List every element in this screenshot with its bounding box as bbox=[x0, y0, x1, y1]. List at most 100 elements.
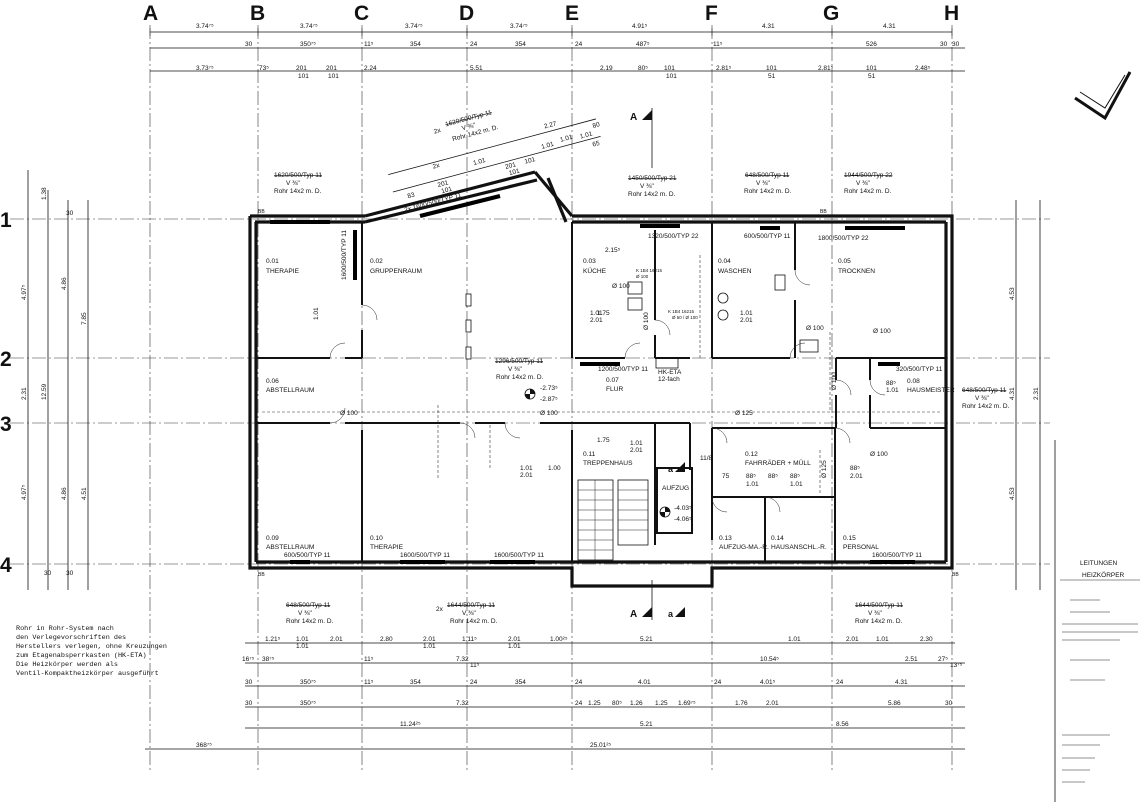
room-number: 0.02 bbox=[370, 258, 383, 265]
door-swings bbox=[329, 269, 886, 513]
radiator-mult: 2x bbox=[433, 127, 442, 136]
top-dim: 11⁵ bbox=[713, 41, 723, 48]
radiator-pipe: Rohr 14x2 m. D. bbox=[744, 188, 792, 195]
svg-text:7.85: 7.85 bbox=[81, 312, 88, 325]
top-dim: 51 bbox=[768, 73, 776, 80]
radiator-label: 2x 1620/500/Typ 11 V ⅜" Rohr 14x2 m. D. bbox=[433, 109, 499, 143]
radiator-label: 1944/500/Typ 22 V ⅜" Rohr 14x2 m. D. bbox=[844, 172, 893, 195]
angled-dim: 83 bbox=[407, 191, 416, 200]
axis-row-1: 1 bbox=[0, 209, 12, 232]
room-name: FAHRRÄDER + MÜLL bbox=[745, 459, 811, 467]
legend-heizkoerper: HEIZKÖRPER bbox=[1082, 571, 1125, 579]
room-name: HAUSMEISTER bbox=[907, 387, 955, 394]
column-axis-labels: A B C D E F G H bbox=[143, 2, 959, 25]
radiator-label: 1296/500/Typ 11 V ⅜" Rohr 14x2 m. D. bbox=[495, 358, 544, 381]
top-dim: 3.74⁷⁵ bbox=[196, 23, 214, 30]
svg-text:2.01: 2.01 bbox=[520, 472, 533, 479]
svg-text:Die Heizkörper werden als: Die Heizkörper werden als bbox=[16, 661, 118, 669]
room-number: 0.13 bbox=[719, 535, 732, 542]
radiator-pipe: Rohr 14x2 m. D. bbox=[962, 403, 1010, 410]
radiator-valve: V ⅜" bbox=[286, 180, 301, 187]
check-stamp: ✓ bbox=[1074, 71, 1132, 121]
svg-text:88⁵: 88⁵ bbox=[790, 473, 800, 480]
svg-text:Ventil-Kompaktheizkörper ausge: Ventil-Kompaktheizkörper ausgeführt bbox=[16, 670, 159, 678]
level-marker-aufzug: -4.03⁵ -4.06⁵ bbox=[659, 505, 692, 523]
svg-text:24: 24 bbox=[470, 679, 478, 686]
svg-text:30: 30 bbox=[945, 700, 953, 707]
svg-text:2.80: 2.80 bbox=[380, 636, 393, 643]
angled-dim: 1.01 bbox=[541, 141, 555, 151]
room-name: KÜCHE bbox=[583, 267, 607, 275]
radiator-label: 1620/500/Typ 11 V ⅜" Rohr 14x2 m. D. bbox=[274, 172, 322, 195]
radiator-pipe: Rohr 14x2 m. D. bbox=[450, 618, 498, 625]
top-dim: 487⁵ bbox=[636, 41, 650, 48]
radiator-label: 648/500/Typ 11 V ⅜" Rohr 14x2 m. D. bbox=[962, 387, 1010, 410]
room-name: FLUR bbox=[606, 386, 623, 393]
general-notes: Rohr in Rohr-System nach den Verlegevors… bbox=[16, 625, 167, 678]
angled-dim: 201 bbox=[437, 179, 450, 189]
radiator-pipe: Rohr 14x2 m. D. bbox=[844, 188, 892, 195]
svg-text:4.86: 4.86 bbox=[61, 487, 68, 500]
svg-text:354: 354 bbox=[515, 679, 526, 686]
svg-text:11⁵: 11⁵ bbox=[364, 679, 374, 686]
svg-text:2.01: 2.01 bbox=[590, 317, 603, 324]
svg-text:Herstellers verlegen, ohne Kre: Herstellers verlegen, ohne Kreuzungen bbox=[16, 643, 167, 651]
radiator-spec: 1320/500/TYP 22 bbox=[648, 233, 699, 240]
svg-text:A: A bbox=[630, 112, 637, 123]
radiator-spec: 1600/500/TYP 11 bbox=[400, 552, 450, 559]
radiator-valve: V ⅜" bbox=[756, 180, 771, 187]
svg-text:368⁷⁵: 368⁷⁵ bbox=[196, 742, 212, 749]
svg-text:BB: BB bbox=[820, 209, 827, 215]
room-number: 0.08 bbox=[907, 378, 920, 385]
svg-text:1.25: 1.25 bbox=[655, 700, 668, 707]
level-marker-flur: -2.73⁵ -2.87⁵ bbox=[524, 385, 558, 403]
svg-text:11⁵: 11⁵ bbox=[364, 656, 374, 663]
svg-text:8.56: 8.56 bbox=[836, 721, 849, 728]
svg-text:1.01: 1.01 bbox=[788, 636, 801, 643]
svg-text:a: a bbox=[668, 609, 674, 619]
svg-text:2.01: 2.01 bbox=[630, 447, 643, 454]
svg-text:1.01: 1.01 bbox=[296, 636, 309, 643]
svg-text:30: 30 bbox=[245, 679, 253, 686]
top-dim: 201 bbox=[296, 65, 307, 72]
room-name: ABSTELLRAUM bbox=[266, 544, 314, 551]
svg-text:7.32: 7.32 bbox=[456, 656, 469, 663]
room-name: TREPPENHAUS bbox=[583, 460, 633, 467]
interior-walls bbox=[256, 222, 946, 562]
svg-text:25.01²⁵: 25.01²⁵ bbox=[590, 742, 611, 749]
hk-eta-label: HK-ETA bbox=[658, 369, 682, 376]
axis-col-f: F bbox=[705, 2, 718, 25]
radiator-bars bbox=[270, 194, 915, 564]
svg-text:1.01: 1.01 bbox=[876, 636, 889, 643]
svg-text:1.01: 1.01 bbox=[520, 465, 533, 472]
top-dim: 5.51 bbox=[470, 65, 483, 72]
svg-text:2.31: 2.31 bbox=[21, 387, 28, 400]
radiator-label: 648/500/Typ 11 V ⅜" Rohr 14x2 m. D. bbox=[286, 602, 334, 625]
svg-text:1.01: 1.01 bbox=[740, 310, 753, 317]
room-number: 0.07 bbox=[606, 377, 619, 384]
svg-text:11⁵: 11⁵ bbox=[470, 662, 480, 669]
svg-text:350⁷⁵: 350⁷⁵ bbox=[300, 679, 316, 686]
svg-text:2.01: 2.01 bbox=[846, 636, 859, 643]
svg-text:a: a bbox=[668, 464, 674, 474]
pipe-label: Ø 100 bbox=[643, 312, 650, 330]
pipe-label: Ø 100 bbox=[873, 328, 891, 335]
top-dim: 2.24 bbox=[364, 65, 377, 72]
top-dim: 3.73⁷⁵ bbox=[196, 65, 214, 72]
svg-text:Ø 50 / Ø 100: Ø 50 / Ø 100 bbox=[672, 315, 698, 320]
top-dim: 201 bbox=[326, 65, 337, 72]
svg-text:2.30: 2.30 bbox=[920, 636, 933, 643]
top-dim: 11⁵ bbox=[364, 41, 374, 48]
radiator-pipe: Rohr 14x2 m. D. bbox=[855, 618, 903, 625]
angled-dim: 2.27 bbox=[543, 120, 557, 130]
svg-text:1.01: 1.01 bbox=[886, 387, 899, 394]
radiator-old-spec: 1450/500/Typ 21 bbox=[628, 175, 677, 182]
svg-text:4.97⁵: 4.97⁵ bbox=[21, 484, 28, 500]
pipe-label: Ø 100 bbox=[870, 451, 888, 458]
radiator-valve: V ⅜" bbox=[298, 610, 313, 617]
svg-text:30: 30 bbox=[245, 700, 253, 707]
columns bbox=[465, 293, 472, 360]
radiator-labels-top: 1620/500/Typ 11 V ⅜" Rohr 14x2 m. D. 145… bbox=[274, 172, 893, 198]
top-dim: 526 bbox=[866, 41, 877, 48]
top-dim: 354 bbox=[410, 41, 421, 48]
